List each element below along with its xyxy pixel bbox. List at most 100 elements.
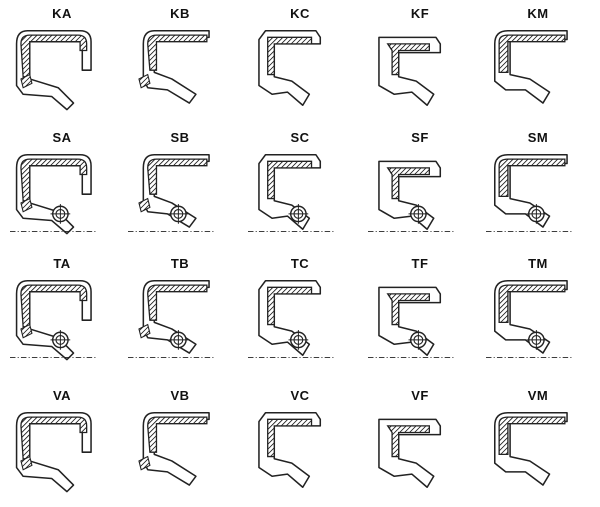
seal-type-label: KF: [410, 6, 430, 21]
seal-cross-section: [493, 29, 568, 104]
outer-rib: [20, 455, 33, 471]
seal-cross-section: [138, 411, 210, 486]
garter-spring: [288, 204, 309, 224]
garter-spring: [408, 330, 429, 350]
metal-insert: [20, 158, 88, 202]
garter-spring: [168, 204, 189, 224]
seal-cell: TB: [120, 250, 240, 375]
rubber-body: [493, 29, 568, 104]
outer-rib: [138, 323, 151, 339]
seal-cross-section: [368, 286, 456, 358]
outer-rib: [20, 73, 33, 89]
seal-cross-section: [10, 279, 98, 361]
seal-cell: KC: [240, 0, 360, 125]
garter-spring: [526, 330, 547, 350]
seal-cell: VA: [2, 382, 122, 507]
rubber-body: [142, 411, 210, 486]
metal-insert: [147, 34, 208, 71]
seal-type-label: TM: [528, 256, 548, 271]
seal-cell: KF: [360, 0, 480, 125]
garter-spring: [526, 204, 547, 224]
garter-spring: [408, 204, 429, 224]
seal-cell: SM: [478, 124, 598, 249]
seal-cross-section: [378, 36, 442, 107]
seal-cross-section: [128, 153, 216, 232]
seal-cross-section: [248, 153, 336, 232]
metal-insert: [386, 167, 430, 200]
garter-spring: [50, 204, 71, 224]
seal-type-label: KB: [170, 6, 190, 21]
metal-insert: [267, 160, 313, 200]
seal-cell: KB: [120, 0, 240, 125]
seal-cross-section: [486, 279, 574, 358]
seal-type-label: KM: [527, 6, 549, 21]
metal-insert: [498, 34, 566, 74]
seal-cross-section: [493, 411, 568, 486]
seal-cell: SC: [240, 124, 360, 249]
seal-cell: TF: [360, 250, 480, 375]
seal-type-label: KC: [290, 6, 310, 21]
seal-cell: VF: [360, 382, 480, 507]
seal-cross-section: [368, 160, 456, 232]
seal-type-label: SM: [527, 130, 549, 145]
garter-spring: [50, 330, 71, 350]
metal-insert: [147, 158, 208, 195]
seal-cell: VC: [240, 382, 360, 507]
seal-cell: VM: [478, 382, 598, 507]
seal-cross-section: [486, 153, 574, 232]
metal-insert: [20, 416, 88, 460]
metal-insert: [147, 284, 208, 321]
outer-rib: [20, 323, 33, 339]
outer-rib: [138, 73, 151, 89]
garter-spring: [168, 330, 189, 350]
seal-type-label: VB: [170, 388, 190, 403]
seal-cell: SB: [120, 124, 240, 249]
metal-insert: [498, 158, 566, 198]
outer-rib: [20, 197, 33, 213]
seal-cell: TA: [2, 250, 122, 375]
seal-cell: VB: [120, 382, 240, 507]
seal-cross-section: [378, 418, 442, 489]
seal-cross-section: [258, 411, 322, 489]
seal-cell: TM: [478, 250, 598, 375]
metal-insert: [267, 36, 313, 76]
outer-rib: [138, 197, 151, 213]
seal-cell: KM: [478, 0, 598, 125]
rubber-body: [15, 411, 92, 493]
seal-type-label: KA: [52, 6, 72, 21]
metal-insert: [20, 284, 88, 328]
metal-insert: [386, 425, 430, 458]
seal-type-label: TF: [411, 256, 429, 271]
seal-type-label: TA: [53, 256, 71, 271]
seal-cross-section: [258, 29, 322, 107]
seal-type-label: VF: [411, 388, 429, 403]
metal-insert: [147, 416, 208, 453]
metal-insert: [386, 293, 430, 326]
metal-insert: [20, 34, 88, 78]
seal-cell: SF: [360, 124, 480, 249]
metal-insert: [498, 416, 566, 456]
seal-type-label: SA: [52, 130, 72, 145]
seal-cross-section: [128, 279, 216, 358]
seal-cell: SA: [2, 124, 122, 249]
metal-insert: [267, 286, 313, 326]
seal-cell: TC: [240, 250, 360, 375]
seal-type-label: TC: [290, 256, 310, 271]
metal-insert: [267, 418, 313, 458]
seal-cell: KA: [2, 0, 122, 125]
rubber-body: [493, 411, 568, 486]
seal-cross-section: [248, 279, 336, 358]
seal-type-label: TB: [170, 256, 190, 271]
rubber-body: [142, 29, 210, 104]
seal-type-label: VA: [52, 388, 72, 403]
seal-cross-section: [10, 153, 98, 235]
seal-type-label: SC: [290, 130, 310, 145]
seal-cross-section: [15, 411, 92, 493]
seal-type-label: SF: [411, 130, 429, 145]
seal-type-label: VC: [290, 388, 310, 403]
seal-cross-section: [15, 29, 92, 111]
seal-type-label: VM: [527, 388, 549, 403]
rubber-body: [15, 29, 92, 111]
seal-type-label: SB: [170, 130, 190, 145]
